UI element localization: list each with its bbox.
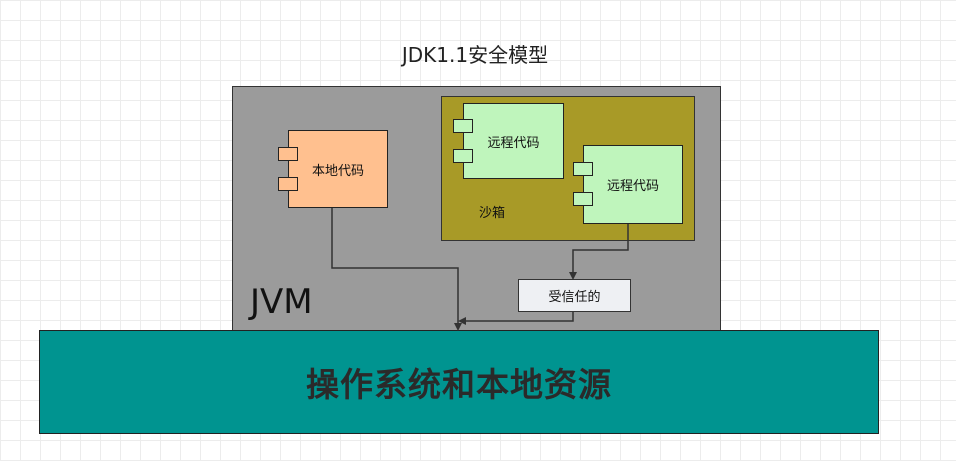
os-resources-label: 操作系统和本地资源 [306, 365, 612, 404]
remote-code-component-2: 远程代码 [583, 145, 683, 224]
os-resources-box: 操作系统和本地资源 [39, 330, 879, 434]
remote-to-trusted-arrow [569, 224, 629, 280]
remote-code-2-label: 远程代码 [606, 179, 659, 194]
sandbox-label: 沙箱 [479, 206, 506, 221]
remote-code-1-label: 远程代码 [487, 135, 540, 151]
remote-code-2-port-top [573, 162, 593, 176]
local-to-os-arrow [331, 208, 462, 331]
local-code-label: 本地代码 [311, 163, 364, 179]
local-code-port-bottom [278, 177, 298, 191]
jvm-label: JVM [250, 282, 313, 322]
diagram-title: JDK1.1安全模型 [401, 43, 549, 67]
remote-code-2-port-bottom [573, 192, 593, 206]
remote-code-1-port-bottom [453, 149, 473, 163]
local-code-port-top [278, 147, 298, 161]
remote-code-1-port-top [453, 119, 473, 133]
remote-code-component-1: 远程代码 [463, 103, 564, 179]
local-code-component: 本地代码 [288, 130, 388, 208]
trusted-box: 受信任的 [518, 279, 631, 312]
trusted-label: 受信任的 [548, 290, 601, 305]
trusted-to-os-arrow [458, 312, 574, 325]
